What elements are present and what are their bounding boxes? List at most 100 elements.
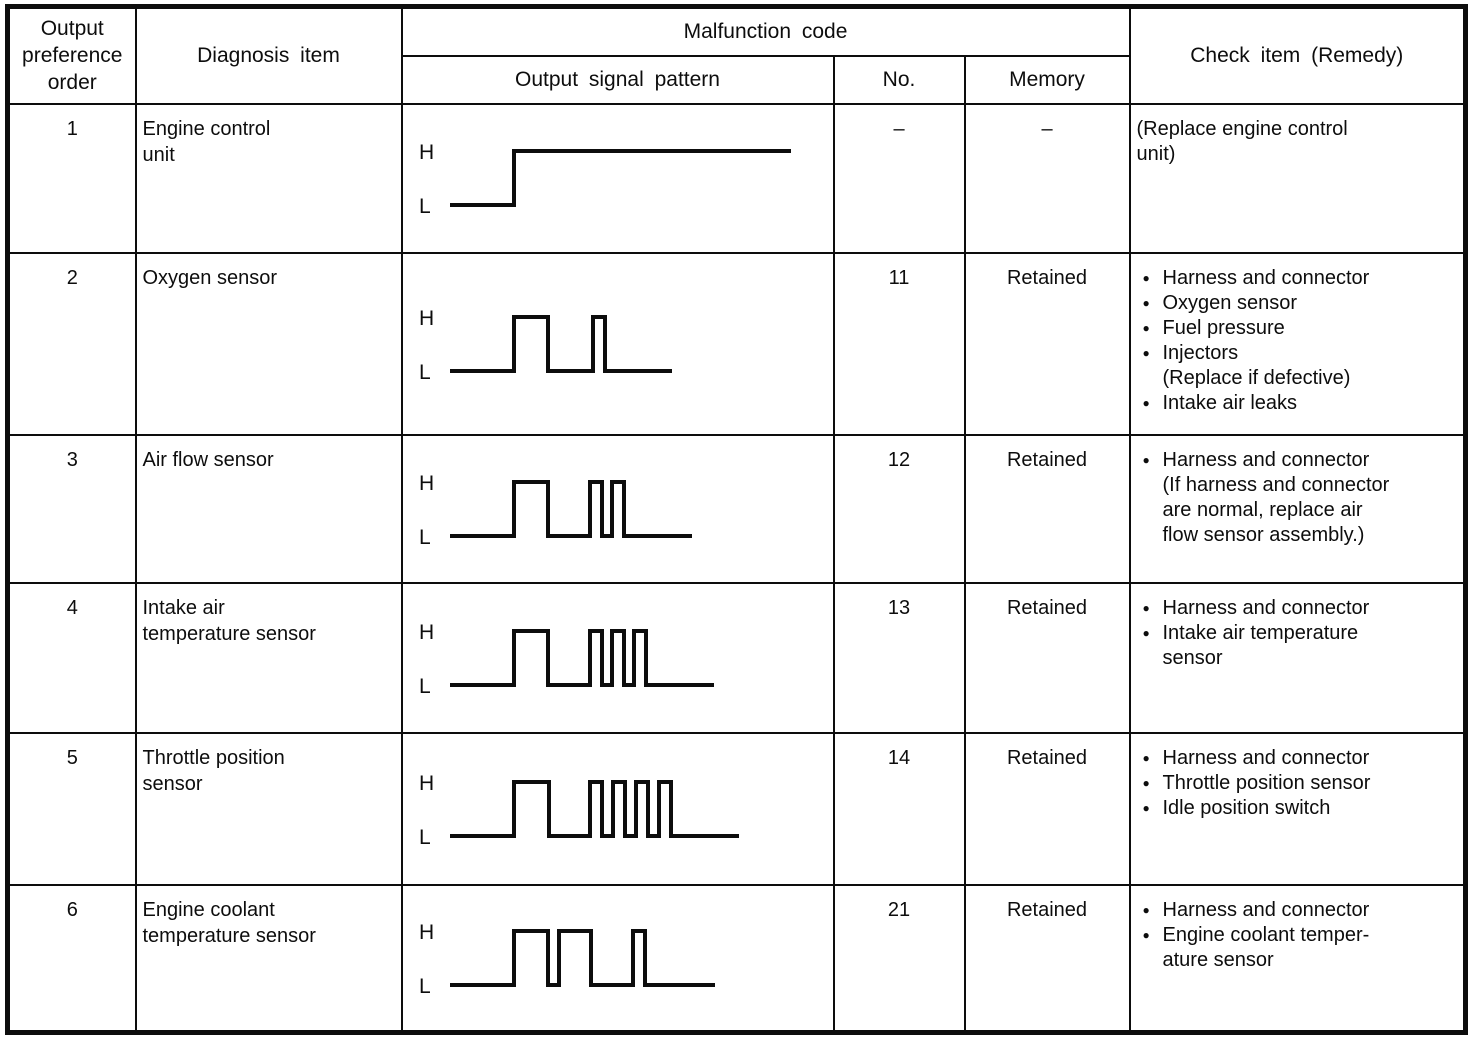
check-item-text: Harness and connector xyxy=(1162,898,1370,921)
bullet-icon: ● xyxy=(1142,270,1150,285)
header-memory: Memory xyxy=(963,54,1131,105)
check-item: ● Throttle position sensor xyxy=(1137,771,1460,796)
bullet-icon: ● xyxy=(1142,775,1150,790)
check-item-text: Engine coolant temper- ature sensor xyxy=(1162,923,1370,971)
check-item: ●Injectors (Replace if defective) xyxy=(1137,341,1460,391)
signal-trace xyxy=(449,928,715,987)
bullet-icon: ● xyxy=(1142,345,1150,360)
bullet-icon: ● xyxy=(1142,902,1150,917)
check-item-text: Oxygen sensor xyxy=(1162,291,1298,314)
memory-value: Retained xyxy=(963,581,1131,734)
low-level-label: L xyxy=(419,526,431,549)
check-item-text: Harness and connector xyxy=(1162,746,1370,769)
memory-value: Retained xyxy=(963,731,1131,886)
low-level-label: L xyxy=(419,675,431,698)
output-preference-order: 5 xyxy=(6,731,137,886)
signal-waveform-svg: HL xyxy=(419,772,739,849)
signal-waveform-svg: HL xyxy=(419,921,715,998)
check-item-list: ● Harness and connector●Intake air temper… xyxy=(1137,596,1460,671)
malfunction-code-no: 21 xyxy=(832,883,966,1034)
check-item-text: Idle position switch xyxy=(1162,796,1331,819)
bullet-icon: ● xyxy=(1142,320,1150,335)
header-no: No. xyxy=(832,54,966,105)
check-item-cell: (Replace engine control unit) xyxy=(1128,102,1467,254)
high-level-label: H xyxy=(419,621,434,644)
check-item: ●Intake air temperature sensor xyxy=(1137,621,1460,671)
check-item: ● Oxygen sensor xyxy=(1137,291,1460,316)
signal-waveform-svg: HL xyxy=(419,472,692,549)
check-item-cell: ● Harness and connector●Intake air temper… xyxy=(1128,581,1467,734)
check-item: ● Engine coolant temper- ature sensor xyxy=(1137,923,1460,973)
high-level-label: H xyxy=(419,307,434,330)
high-level-label: H xyxy=(419,141,434,164)
header-output-signal-pattern: Output signal pattern xyxy=(400,54,835,105)
check-item: ● Harness and connector xyxy=(1137,746,1460,771)
check-item: ● Harness and connector xyxy=(1137,266,1460,291)
high-level-label: H xyxy=(419,772,434,795)
output-preference-order: 2 xyxy=(6,251,137,436)
diagnosis-item: Throttle position sensor xyxy=(134,731,403,886)
bullet-icon: ● xyxy=(1142,750,1150,765)
diagnosis-table: Output preference order Diagnosis item M… xyxy=(5,4,1468,1035)
check-item: ●Harness and connector (If harness and c… xyxy=(1137,448,1460,548)
check-item: ●Fuel pressure xyxy=(1137,316,1460,341)
check-item-list: ●Harness and connector (If harness and c… xyxy=(1137,448,1460,548)
malfunction-code-no: 12 xyxy=(832,433,966,584)
diagnosis-item: Oxygen sensor xyxy=(134,251,403,436)
malfunction-code-no: 11 xyxy=(832,251,966,436)
bullet-icon: ● xyxy=(1142,295,1150,310)
diagnosis-item: Engine coolant temperature sensor xyxy=(134,883,403,1034)
high-level-label: H xyxy=(419,472,434,495)
signal-trace xyxy=(449,779,739,838)
low-level-label: L xyxy=(419,975,431,998)
memory-value: Retained xyxy=(963,433,1131,584)
signal-waveform-svg: HL xyxy=(419,141,791,218)
check-item-cell: ● Harness and connector ● Throttle position… xyxy=(1128,731,1467,886)
check-item-text: Intake air leaks xyxy=(1162,391,1298,414)
bullet-icon: ● xyxy=(1142,600,1150,615)
signal-trace xyxy=(449,149,791,207)
check-item: (Replace engine control unit) xyxy=(1137,117,1460,167)
header-diagnosis-item: Diagnosis item xyxy=(134,5,403,105)
high-level-label: H xyxy=(419,921,434,944)
malfunction-code-no: 13 xyxy=(832,581,966,734)
bullet-icon: ● xyxy=(1142,625,1150,640)
check-item: ● Harness and connector xyxy=(1137,596,1460,621)
diagnosis-item: Engine control unit xyxy=(134,102,403,254)
output-preference-order: 1 xyxy=(6,102,137,254)
check-item-cell: ●Harness and connector (If harness and c… xyxy=(1128,433,1467,584)
check-item-list: ● Harness and connector ● Oxygen sensor●Fue… xyxy=(1137,266,1460,416)
memory-value: Retained xyxy=(963,883,1131,1034)
check-item: ● Idle position switch xyxy=(1137,796,1460,821)
malfunction-code-no: – xyxy=(832,102,966,254)
memory-value: Retained xyxy=(963,251,1131,436)
bullet-icon: ● xyxy=(1142,800,1150,815)
check-item-text: Harness and connector xyxy=(1162,266,1370,289)
low-level-label: L xyxy=(419,826,431,849)
signal-waveform-svg: HL xyxy=(419,621,714,698)
table-header: Output preference order Diagnosis item M… xyxy=(6,5,1467,105)
check-item: ● Harness and connector xyxy=(1137,898,1460,923)
check-item-text: Throttle position sensor xyxy=(1162,771,1371,794)
signal-trace xyxy=(449,479,692,538)
check-item-cell: ● Harness and connector ● Oxygen sensor●Fue… xyxy=(1128,251,1467,436)
check-item-text: Harness and connector xyxy=(1162,596,1370,619)
bullet-icon: ● xyxy=(1142,927,1150,942)
